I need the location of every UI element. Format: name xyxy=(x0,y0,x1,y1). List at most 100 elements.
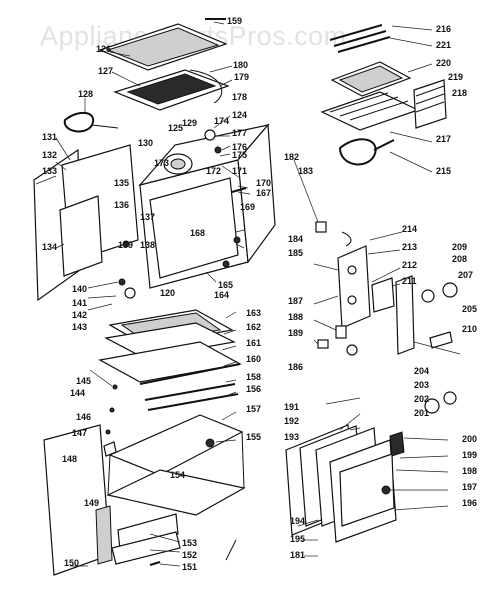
vent-duct xyxy=(189,69,223,104)
callout-192: 192 xyxy=(284,416,299,426)
clip-147 xyxy=(103,441,117,457)
callout-137: 137 xyxy=(140,212,155,222)
callout-177: 177 xyxy=(232,128,247,138)
callout-215: 215 xyxy=(436,166,451,176)
callout-184: 184 xyxy=(288,234,303,244)
callout-189: 189 xyxy=(288,328,303,338)
callout-185: 185 xyxy=(288,248,303,258)
callout-132: 132 xyxy=(42,150,57,160)
screw-151 xyxy=(149,561,161,566)
callout-208: 208 xyxy=(452,254,467,264)
knob-208 xyxy=(443,391,457,405)
burner-215 xyxy=(338,138,377,166)
callout-182: 182 xyxy=(284,152,299,162)
bracket-149 xyxy=(95,505,113,565)
callout-201: 201 xyxy=(414,408,429,418)
callout-200: 200 xyxy=(462,434,477,444)
callout-138: 138 xyxy=(140,240,155,250)
callout-171: 171 xyxy=(232,166,247,176)
callout-210: 210 xyxy=(462,324,477,334)
drawer-roller xyxy=(205,438,215,448)
rail-152 xyxy=(111,531,181,565)
drawer-side-r xyxy=(241,431,245,489)
wire-lead xyxy=(91,124,119,129)
callout-204: 204 xyxy=(414,366,429,376)
rail-158 xyxy=(144,383,236,401)
callout-191: 191 xyxy=(284,402,299,412)
callout-221: 221 xyxy=(436,40,451,50)
callout-176: 176 xyxy=(232,142,247,152)
wire-harness xyxy=(63,111,95,133)
callout-129: 129 xyxy=(182,118,197,128)
callout-163: 163 xyxy=(246,308,261,318)
shield-218-lines xyxy=(415,85,445,113)
callout-194: 194 xyxy=(290,516,305,526)
clip-175 xyxy=(214,146,222,154)
callout-149: 149 xyxy=(84,498,99,508)
oven-rack-162 xyxy=(104,322,236,359)
knob-209 xyxy=(421,289,435,303)
callout-127: 127 xyxy=(98,66,113,76)
callout-213: 213 xyxy=(402,242,417,252)
screw-145 xyxy=(109,407,115,413)
fan-element-hub xyxy=(170,158,186,170)
switch-186 xyxy=(317,339,329,349)
callout-140: 140 xyxy=(72,284,87,294)
grate-221 xyxy=(329,24,391,53)
callout-178: 178 xyxy=(232,92,247,102)
callout-164: 164 xyxy=(214,290,229,300)
callout-179: 179 xyxy=(234,72,249,82)
bumper-197 xyxy=(381,485,391,495)
callout-146: 146 xyxy=(76,412,91,422)
callout-157: 157 xyxy=(246,404,261,414)
vent-frame-inner xyxy=(126,73,217,105)
bracket-hole-1 xyxy=(347,265,357,275)
callout-170: 170 xyxy=(256,178,271,188)
screw-140 xyxy=(118,278,126,286)
callout-207: 207 xyxy=(458,270,473,280)
callout-195: 195 xyxy=(290,534,305,544)
control-panel-210 xyxy=(395,275,415,355)
screw-167 xyxy=(233,236,241,244)
callout-196: 196 xyxy=(462,498,477,508)
control-bracket xyxy=(337,245,371,329)
callout-145: 145 xyxy=(76,376,91,386)
callout-156: 156 xyxy=(246,384,261,394)
callout-125: 125 xyxy=(168,123,183,133)
stray-mark xyxy=(225,539,237,561)
callout-142: 142 xyxy=(72,310,87,320)
callout-172: 172 xyxy=(206,166,221,176)
callout-144: 144 xyxy=(70,388,85,398)
callout-175: 175 xyxy=(232,150,247,160)
door-outer-196 xyxy=(339,453,395,527)
callout-148: 148 xyxy=(62,454,77,464)
callout-165: 165 xyxy=(218,280,233,290)
callout-212: 212 xyxy=(402,260,417,270)
callout-220: 220 xyxy=(436,58,451,68)
callout-124: 124 xyxy=(232,110,247,120)
knob-120 xyxy=(124,287,136,299)
drawer-side-l xyxy=(107,454,111,496)
callout-174: 174 xyxy=(214,116,229,126)
valve-knob xyxy=(346,344,358,356)
callout-203: 203 xyxy=(414,380,429,390)
knob-205 xyxy=(424,398,440,414)
callout-173: 173 xyxy=(154,158,169,168)
spring-210 xyxy=(429,331,453,349)
callout-214: 214 xyxy=(402,224,417,234)
rail-153 xyxy=(117,513,179,551)
callout-209: 209 xyxy=(452,242,467,252)
sensor-182 xyxy=(315,221,327,233)
callout-183: 183 xyxy=(298,166,313,176)
callout-202: 202 xyxy=(414,394,429,404)
callout-199: 199 xyxy=(462,450,477,460)
callout-193: 193 xyxy=(284,432,299,442)
hinge-199 xyxy=(389,431,405,457)
top-cover-inner xyxy=(106,27,220,67)
callout-135: 135 xyxy=(114,178,129,188)
callout-133: 133 xyxy=(42,166,57,176)
callout-134: 134 xyxy=(42,242,57,252)
shield-218 xyxy=(413,79,447,129)
